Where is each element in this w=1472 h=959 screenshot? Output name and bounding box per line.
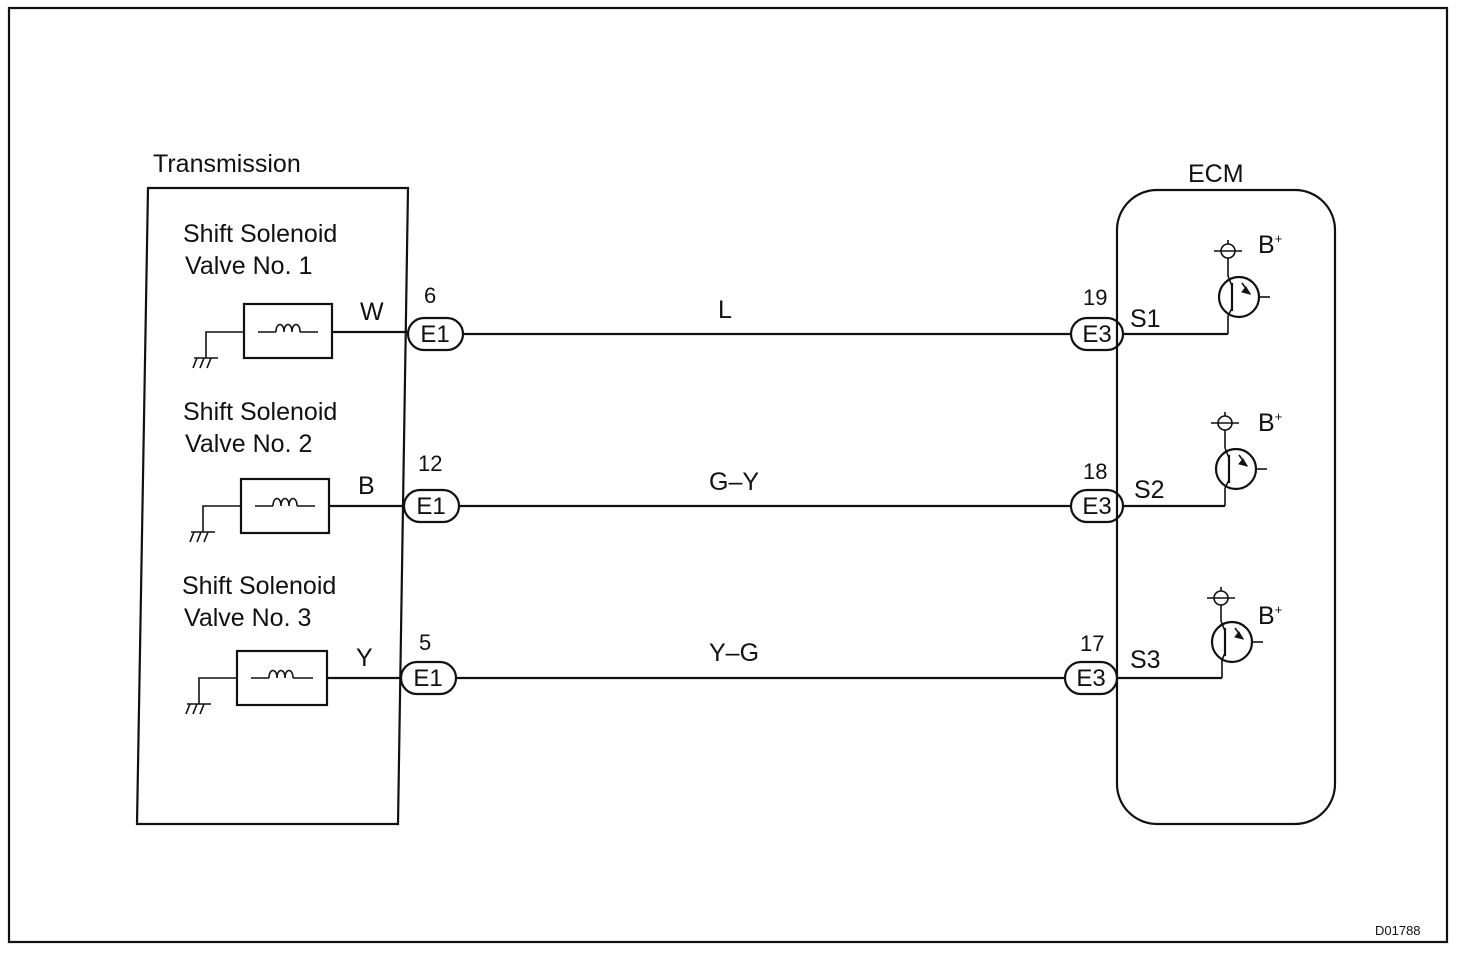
ecm-box: [1115, 188, 1337, 826]
connector-left-2-label: E1: [416, 493, 445, 520]
wire-2-color: G–Y: [709, 468, 759, 496]
valve-3-label-line2: Valve No. 3: [184, 604, 311, 632]
circuit-2: Shift Solenoid Valve No. 2 B 12 E1 G–Y 1…: [183, 398, 1282, 543]
valve-3-label-line1: Shift Solenoid: [182, 572, 336, 600]
circuit-1: Shift Solenoid Valve No. 1 W 6 E1 L 19: [183, 220, 1282, 369]
wire-1-color: L: [718, 296, 732, 324]
connector-right-2-label: E3: [1082, 493, 1111, 520]
solenoid-2-icon: [239, 477, 331, 535]
connector-right-1: E3: [1069, 316, 1125, 352]
transmission-label: Transmission: [153, 150, 301, 178]
power-label-2: B+: [1258, 409, 1282, 437]
circuit-3: Shift Solenoid Valve No. 3 Y 5 E1 Y–G 17…: [182, 572, 1282, 715]
solenoid-1-icon: [242, 302, 334, 360]
figure-code: D01788: [1375, 923, 1421, 938]
pin-left-1: 6: [424, 283, 436, 308]
power-sup-1: +: [1275, 231, 1283, 246]
connector-left-2: E1: [402, 488, 461, 524]
power-b-3: B: [1258, 602, 1275, 630]
valve-1-label-line2: Valve No. 1: [185, 252, 312, 280]
transistor-1-icon: [1214, 240, 1270, 334]
wire-2-side-label: B: [358, 472, 375, 500]
pin-right-1: 19: [1083, 285, 1107, 310]
pin-left-3: 5: [419, 630, 431, 655]
ecm-label: ECM: [1188, 160, 1244, 188]
wire-3-color: Y–G: [709, 639, 759, 667]
valve-1-label-line1: Shift Solenoid: [183, 220, 337, 248]
ground-1-icon: [192, 331, 244, 369]
connector-left-1: E1: [406, 316, 465, 352]
power-b-2: B: [1258, 409, 1275, 437]
connector-right-3-label: E3: [1076, 665, 1105, 692]
transistor-2-icon: [1211, 412, 1267, 506]
solenoid-3-icon: [235, 649, 329, 707]
power-sup-3: +: [1275, 602, 1283, 617]
power-b-1: B: [1258, 231, 1275, 259]
valve-2-label-line2: Valve No. 2: [185, 430, 312, 458]
terminal-1: S1: [1130, 305, 1161, 333]
power-sup-2: +: [1275, 409, 1283, 424]
power-label-1: B+: [1258, 231, 1282, 259]
transmission-box: [135, 186, 410, 826]
pin-right-3: 17: [1080, 631, 1104, 656]
connector-left-3: E1: [399, 660, 458, 696]
connector-right-2: E3: [1069, 488, 1125, 524]
diagram-frame: [7, 6, 1449, 944]
power-label-3: B+: [1258, 602, 1282, 630]
connector-left-1-label: E1: [420, 321, 449, 348]
ground-3-icon: [185, 677, 237, 715]
valve-2-label-line1: Shift Solenoid: [183, 398, 337, 426]
ground-2-icon: [189, 505, 241, 543]
wire-3-side-label: Y: [356, 644, 373, 672]
connector-right-1-label: E3: [1082, 321, 1111, 348]
pin-left-2: 12: [418, 451, 442, 476]
connector-left-3-label: E1: [413, 665, 442, 692]
pin-right-2: 18: [1083, 459, 1107, 484]
transistor-3-icon: [1207, 587, 1263, 678]
connector-right-3: E3: [1063, 660, 1119, 696]
terminal-3: S3: [1130, 646, 1161, 674]
terminal-2: S2: [1134, 476, 1165, 504]
wire-1-side-label: W: [360, 298, 384, 326]
